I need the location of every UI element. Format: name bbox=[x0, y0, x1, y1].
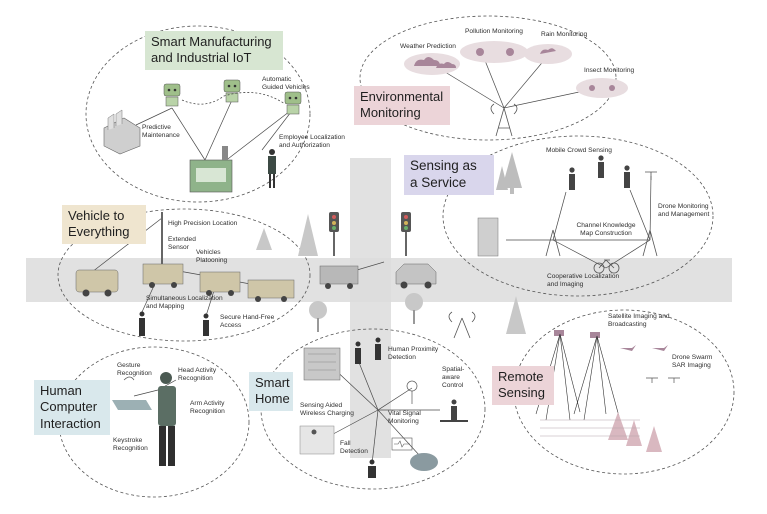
car-center-icon bbox=[395, 263, 437, 289]
heart-monitor-icon bbox=[391, 437, 413, 451]
road-vertical bbox=[350, 158, 391, 458]
ellipse-smart-manufacturing bbox=[85, 25, 311, 203]
label-slam: Simultaneous Localization and Mapping bbox=[146, 295, 223, 310]
title-environmental: Environmental Monitoring bbox=[354, 86, 450, 125]
title-smart-home: Smart Home bbox=[249, 372, 293, 411]
wireless-charging-person-icon bbox=[299, 425, 335, 455]
hci-person-icon bbox=[158, 372, 176, 466]
v2x-person-1-icon bbox=[139, 311, 145, 336]
title-remote-sensing: Remote Sensing bbox=[492, 366, 554, 405]
truck-1-icon bbox=[142, 263, 184, 288]
van-icon bbox=[75, 269, 119, 297]
label-wireless-charging: Sensing Aided Wireless Charging bbox=[300, 402, 354, 417]
rain-icon bbox=[524, 44, 572, 64]
desk-worker-icon bbox=[440, 399, 468, 422]
weather-cloud-icon bbox=[404, 53, 460, 75]
label-predictive-maintenance: Predictive Maintenance bbox=[142, 124, 180, 139]
remote-trees-icon bbox=[608, 412, 662, 452]
home-people-icon bbox=[355, 337, 381, 364]
label-secure-hand-free: Secure Hand-Free Access bbox=[220, 314, 275, 329]
pollution-icon bbox=[460, 41, 528, 63]
drone-swarm-icons bbox=[646, 377, 680, 383]
plane-icons bbox=[620, 345, 668, 351]
factory-building-icon bbox=[103, 109, 141, 155]
fall-person-icon bbox=[368, 459, 376, 478]
beanbag-person-icon bbox=[410, 453, 438, 471]
label-pollution-monitoring: Pollution Monitoring bbox=[465, 28, 523, 35]
fan-icon bbox=[406, 380, 418, 404]
label-head-activity: Head Activity Recognition bbox=[178, 367, 217, 382]
environment-tower-icon bbox=[490, 103, 518, 137]
label-agv: Automatic Guided Vehicles bbox=[262, 76, 310, 91]
label-fall-detection: Fall Detection bbox=[340, 440, 368, 455]
truck-2-icon bbox=[199, 271, 241, 296]
satellite-icon-2 bbox=[590, 332, 600, 338]
trees-icon bbox=[496, 152, 522, 194]
satellite-icon-1 bbox=[554, 330, 564, 336]
apartment-building-icon bbox=[303, 347, 341, 381]
ellipse-v2x bbox=[57, 208, 311, 342]
label-extended-sensor: Extended Sensor bbox=[168, 236, 196, 251]
label-cooperative-localization: Cooperative Localization and Imaging bbox=[547, 273, 620, 288]
pole-icon bbox=[161, 212, 163, 268]
truck-center-icon bbox=[319, 265, 359, 289]
remote-ground-grid bbox=[540, 419, 640, 437]
label-insect-monitoring: Insect Monitoring bbox=[584, 67, 635, 74]
robot-icon-1 bbox=[163, 83, 181, 107]
employee-figure-icon bbox=[268, 149, 276, 188]
label-mobile-crowd-sensing: Mobile Crowd Sensing bbox=[546, 147, 612, 154]
label-channel-knowledge: Channel Knowledge Map Construction bbox=[576, 222, 636, 237]
insect-icon bbox=[576, 78, 628, 98]
label-vital-signal: Vital Signal Monitoring bbox=[388, 410, 421, 425]
agv-path bbox=[181, 92, 286, 105]
drone-icon bbox=[645, 171, 657, 180]
ellipse-environmental bbox=[359, 15, 617, 141]
sensing-tower-left-icon bbox=[545, 229, 561, 257]
label-drone-swarm-sar: Drone Swarm SAR Imaging bbox=[672, 354, 713, 369]
crowd-people-icon bbox=[569, 155, 630, 190]
gesture-hand-icon bbox=[123, 376, 135, 381]
label-vehicles-platooning: Vehicles Platooning bbox=[196, 249, 228, 264]
traffic-light-left-icon bbox=[329, 212, 339, 256]
label-drone-monitoring: Drone Monitoring and Management bbox=[658, 203, 710, 218]
sensing-buildings-icon bbox=[477, 217, 499, 257]
title-v2x: Vehicle to Everything bbox=[62, 205, 146, 244]
label-high-precision-location: High Precision Location bbox=[168, 220, 238, 227]
label-satellite-imaging: Satellite Imaging and Broadcasting bbox=[608, 313, 670, 328]
bicycle-icon bbox=[593, 259, 620, 274]
label-arm-activity: Arm Activity Recognition bbox=[190, 400, 225, 415]
sensing-tower-right-icon bbox=[642, 229, 658, 257]
keyboard-icon bbox=[112, 400, 152, 410]
title-sensing-service: Sensing as a Service bbox=[404, 155, 494, 195]
robot-icon-3 bbox=[284, 91, 302, 115]
label-spatial-aware: Spatial-aware Control bbox=[442, 366, 465, 389]
center-tower-icon bbox=[448, 311, 476, 339]
label-human-proximity: Human Proximity Detection bbox=[388, 346, 439, 361]
factory-icon bbox=[189, 146, 233, 193]
truck-3-icon bbox=[247, 279, 295, 302]
label-weather-prediction: Weather Prediction bbox=[400, 43, 456, 50]
ellipse-sensing-service bbox=[442, 135, 714, 297]
label-keystroke-recognition: Keystroke Recognition bbox=[113, 437, 148, 452]
v2x-person-2-icon bbox=[203, 313, 209, 336]
label-rain-monitoring: Rain Monitoring bbox=[541, 31, 588, 38]
ellipse-hci bbox=[58, 346, 250, 498]
robot-icon-2 bbox=[223, 79, 241, 103]
title-hci: Human Computer Interaction bbox=[34, 380, 110, 435]
title-smart-manufacturing: Smart Manufacturing and Industrial IoT bbox=[145, 31, 283, 70]
traffic-light-right-icon bbox=[401, 212, 411, 256]
label-gesture-recognition: Gesture Recognition bbox=[117, 362, 152, 377]
label-employee-localization: Employee Localization and Authorization bbox=[279, 134, 345, 149]
tree-group-center-icon bbox=[256, 214, 526, 334]
